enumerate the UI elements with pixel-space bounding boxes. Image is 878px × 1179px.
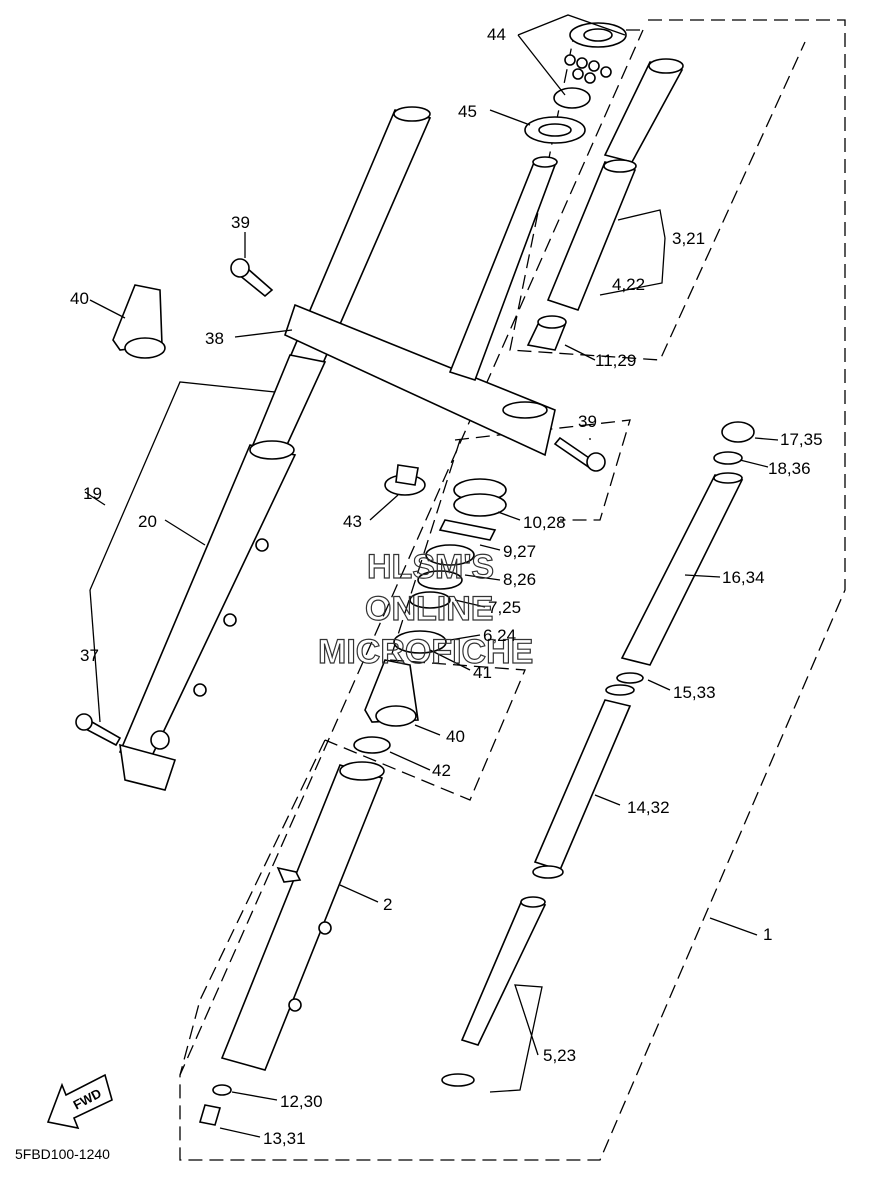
callout-label: 2 (383, 895, 392, 914)
callout-label: 4,22 (612, 275, 645, 294)
left-fork-leg (118, 106, 432, 791)
watermark-line-2: ONLINE (365, 590, 493, 628)
callout-label: 20 (138, 512, 157, 531)
callout-label: 5,23 (543, 1046, 576, 1065)
callout-label: 39 (578, 412, 597, 431)
seal-group-boundary (324, 439, 526, 801)
callout-label: 44 (487, 25, 506, 44)
callout-label: 39 (231, 213, 250, 232)
callout-labels: 44 45 3,21 4,22 39 40 38 11,29 39 17,35 … (70, 25, 823, 1148)
callout-label: 12,30 (280, 1092, 323, 1111)
fork-covers (112, 284, 419, 727)
watermark: HLSM'S ONLINE MICROFICHE (317, 547, 534, 671)
callout-label: 42 (432, 761, 451, 780)
inner-tube-parts (526, 58, 684, 351)
callout-label: 41 (473, 663, 492, 682)
callout-label: 9,27 (503, 542, 536, 561)
bolts (75, 258, 606, 747)
callout-label: 43 (343, 512, 362, 531)
callout-label: 11,29 (595, 351, 636, 370)
fwd-arrow-icon: FWD (46, 1073, 113, 1130)
callout-label: 38 (205, 329, 224, 348)
watermark-line-3: MICROFICHE (318, 633, 533, 671)
callout-label: 45 (458, 102, 477, 121)
callout-label: 37 (80, 646, 99, 665)
watermark-line-1: HLSM'S (367, 548, 494, 586)
bearing-set (524, 22, 627, 144)
seal-stack (353, 464, 507, 754)
callout-label: 40 (70, 289, 89, 308)
leader-lines (84, 14, 779, 1138)
callout-label: 1 (763, 925, 772, 944)
damper-parts (198, 421, 755, 1126)
outer-tube (220, 761, 385, 1071)
callout-label: 3,21 (672, 229, 705, 248)
callout-label: 15,33 (673, 683, 716, 702)
steering-stem (448, 156, 558, 381)
callout-label: 19 (83, 484, 102, 503)
callout-label: 40 (446, 727, 465, 746)
callout-label: 13,31 (263, 1129, 306, 1148)
callout-label: 7,25 (488, 598, 521, 617)
callout-label: 8,26 (503, 570, 536, 589)
callout-label: 10,28 (523, 513, 566, 532)
callout-label: 6,24 (483, 626, 516, 645)
diagram-code: 5FBD100-1240 (15, 1146, 110, 1162)
callout-label: 16,34 (722, 568, 765, 587)
callout-label: 18,36 (768, 459, 811, 478)
outer-tube-group-boundary (179, 739, 326, 1076)
callout-label: 14,32 (627, 798, 670, 817)
callout-label: 17,35 (780, 430, 823, 449)
